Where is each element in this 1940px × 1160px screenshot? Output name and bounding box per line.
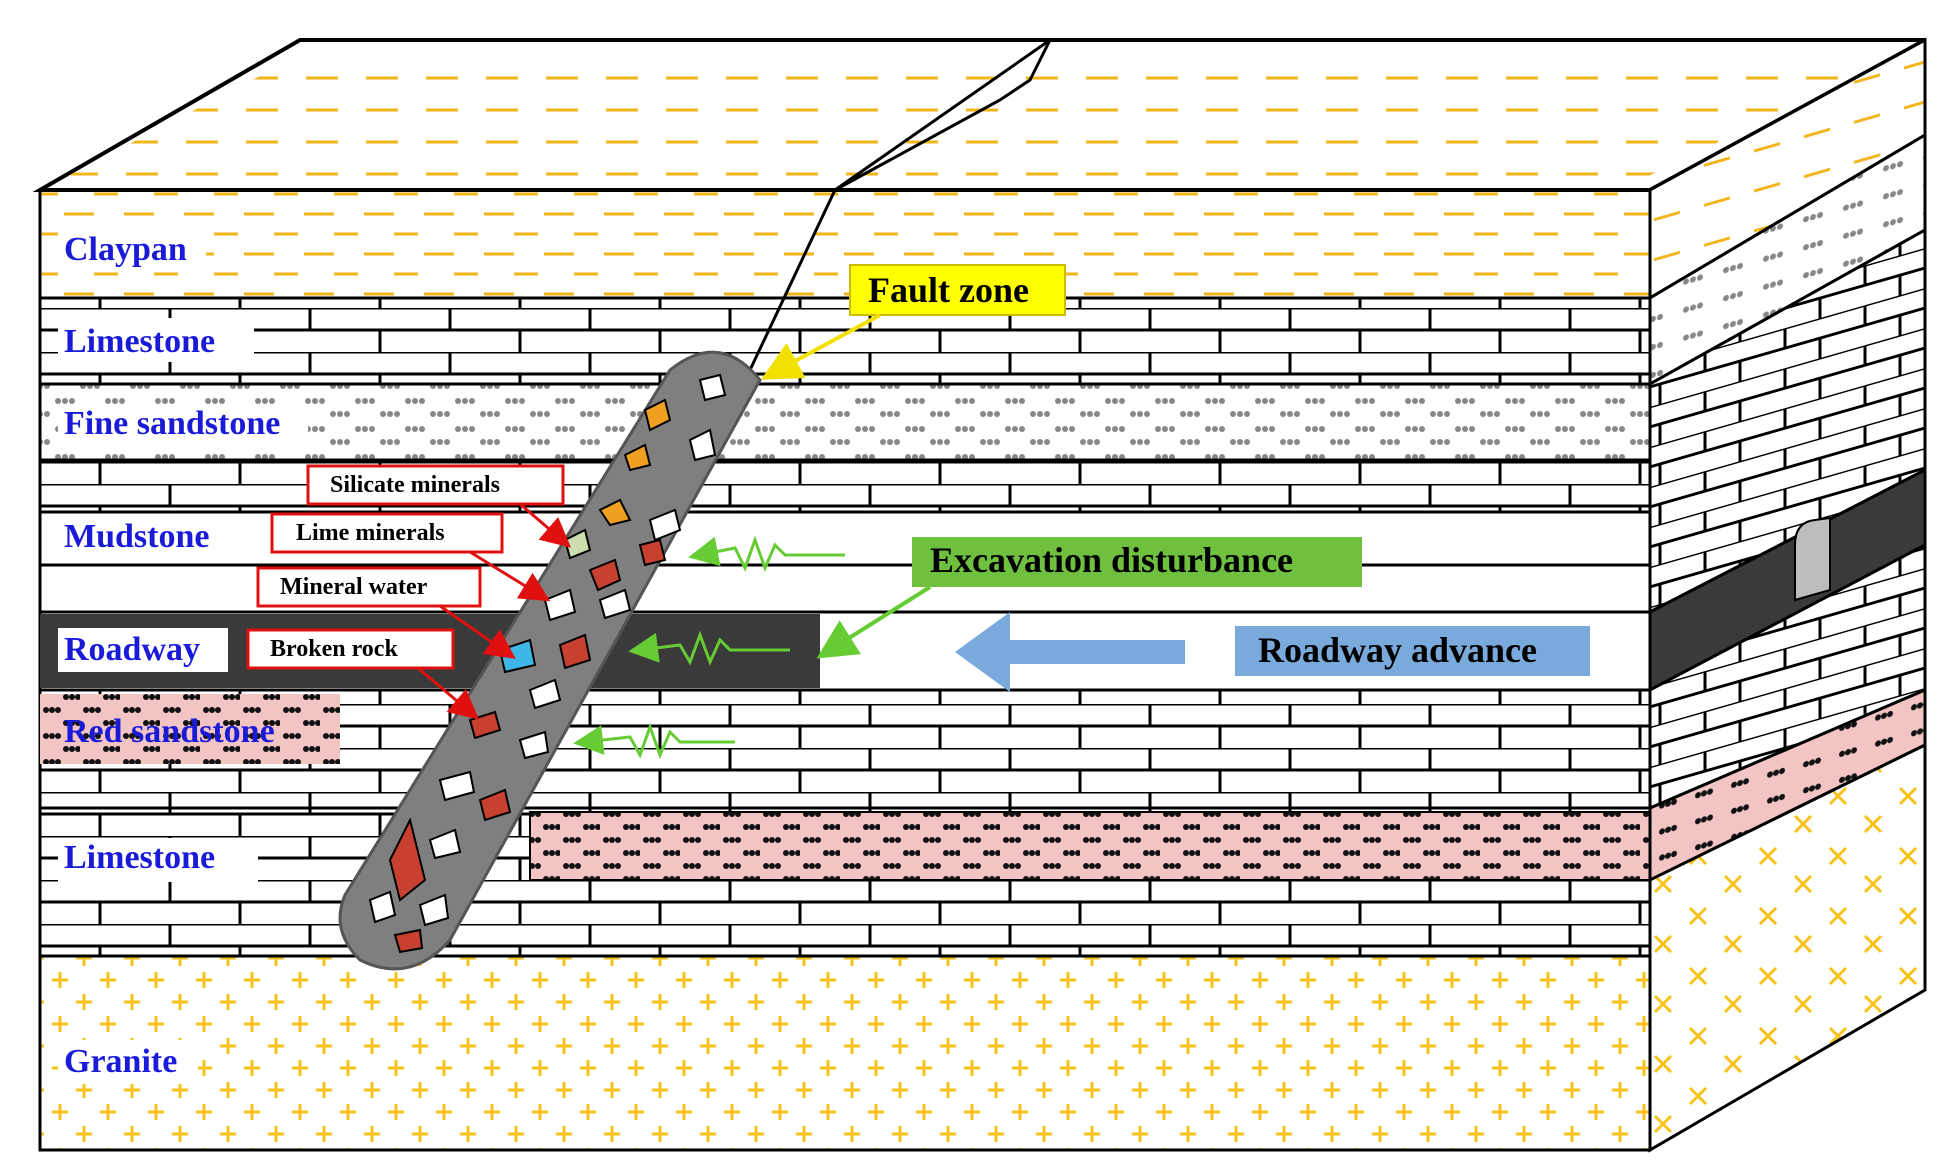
layer-red-sandstone-right — [529, 811, 1651, 881]
layer-brick-mid — [38, 458, 1652, 514]
fault-zone-callout: Fault zone — [760, 264, 1066, 380]
svg-text:Lime minerals: Lime minerals — [296, 520, 445, 546]
excavation-disturbance-callout: Excavation disturbance — [816, 537, 1362, 659]
layer-red-sandstone-left — [40, 694, 340, 764]
layer-granite — [38, 954, 1652, 1152]
fault-trace — [748, 38, 1052, 371]
label-claypan: Claypan — [64, 231, 187, 268]
label-limestone-lower: Limestone — [64, 839, 215, 876]
mineral-labels: Silicate minerals Lime minerals Mineral … — [246, 464, 572, 720]
side-face — [1648, 37, 1927, 1153]
svg-text:Roadway advance: Roadway advance — [1258, 630, 1537, 670]
block-top-pattern — [60, 50, 1910, 180]
svg-text:Excavation disturbance: Excavation disturbance — [930, 540, 1293, 580]
label-roadway: Roadway — [64, 631, 200, 668]
roadway-portal — [1794, 516, 1831, 602]
svg-text:Fault zone: Fault zone — [868, 270, 1029, 310]
layer-limestone-upper — [38, 296, 1652, 386]
label-limestone-upper: Limestone — [64, 323, 215, 360]
disturbance-waves — [573, 535, 845, 760]
label-fine-sandstone: Fine sandstone — [64, 405, 280, 442]
layer-labels: Claypan Limestone Fine sandstone Mudston… — [58, 228, 308, 1084]
svg-text:Mineral water: Mineral water — [280, 574, 428, 600]
roadway-advance: Roadway advance — [955, 612, 1590, 692]
label-mudstone: Mudstone — [64, 518, 209, 555]
layer-claypan — [38, 188, 1652, 300]
label-red-sandstone: Red sandstone — [64, 713, 275, 750]
svg-text:Silicate minerals: Silicate minerals — [330, 472, 500, 498]
svg-text:Broken rock: Broken rock — [270, 636, 398, 662]
layer-fine-sandstone — [38, 382, 1652, 462]
label-granite: Granite — [64, 1043, 177, 1080]
front-face — [38, 188, 1652, 1152]
fault-zone-body — [338, 350, 762, 971]
advance-arrow — [955, 612, 1185, 692]
